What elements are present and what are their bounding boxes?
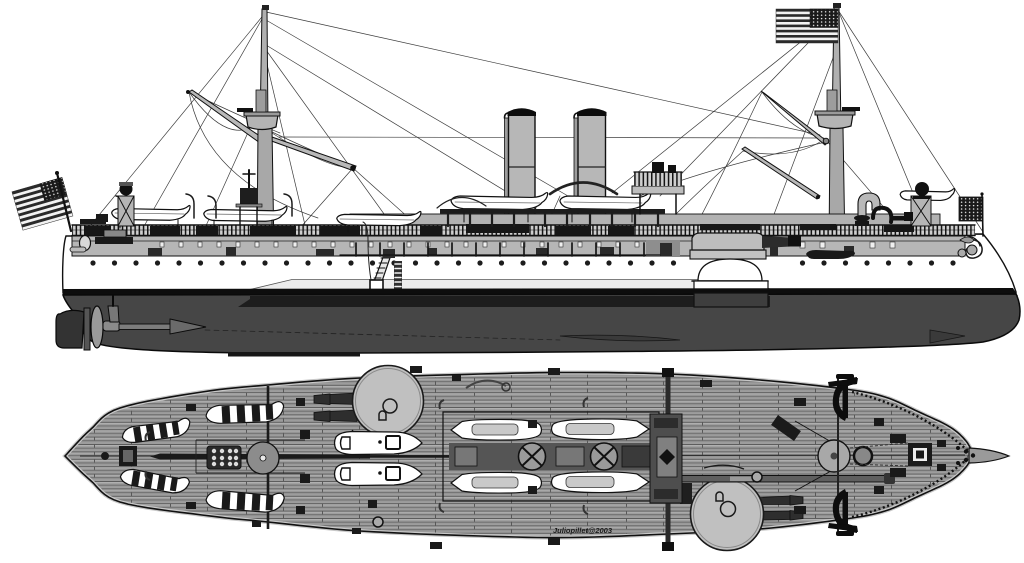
svg-text:Juliopillet@2003: Juliopillet@2003 xyxy=(553,526,613,535)
